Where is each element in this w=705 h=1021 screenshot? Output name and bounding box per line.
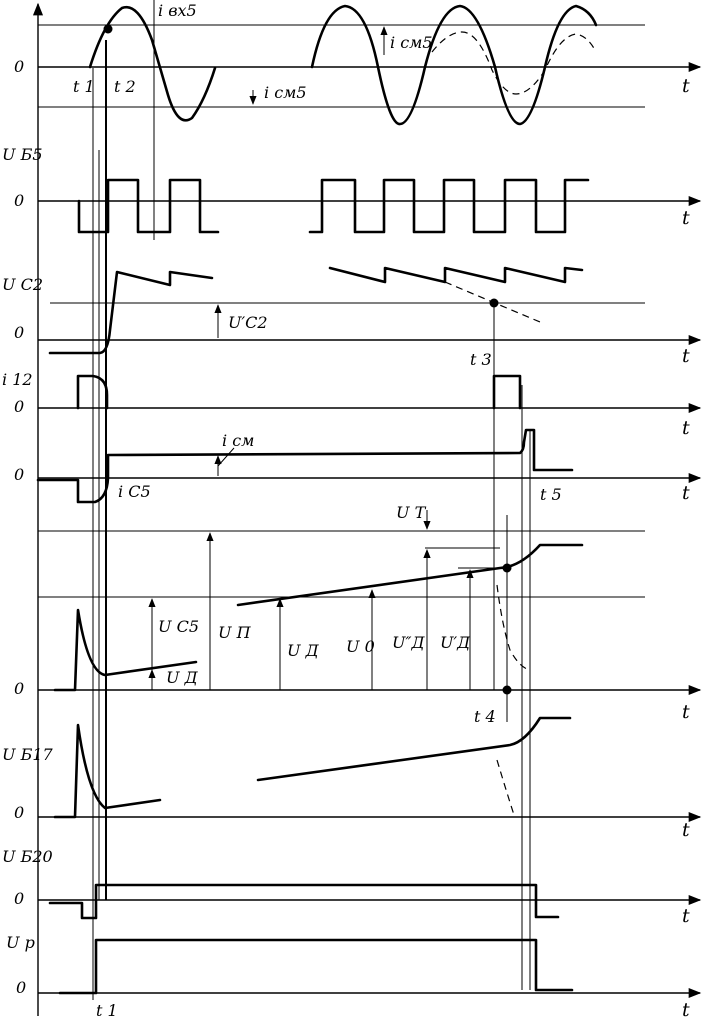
- label-u-t: U Т: [396, 503, 427, 522]
- u-r-waveform: [58, 938, 574, 995]
- label-zero-9: 0: [16, 978, 26, 997]
- label-zero-2: 0: [14, 191, 24, 210]
- label-i-sm5-top: i см5: [390, 33, 433, 52]
- u-c2-waveform-1: [48, 270, 214, 355]
- label-u-b17: U Б17: [2, 745, 54, 764]
- u-b17-ramp: [256, 716, 572, 782]
- label-u-b20: U Б20: [2, 847, 53, 866]
- u-b5-square-wave-1: [77, 178, 220, 234]
- label-t-axis-6: t: [682, 701, 690, 723]
- bias-component-dashed: [431, 31, 597, 95]
- u-b17-waveform: [53, 723, 162, 819]
- label-i-sm: i см: [222, 431, 254, 450]
- label-zero-3: 0: [14, 323, 24, 342]
- u-b17-discharge-dashed: [496, 759, 515, 816]
- trace-input-current: i вх5 i см5 i см5 0 t 1 t 2 t: [14, 0, 702, 240]
- label-u-c5: U C5: [158, 617, 199, 636]
- u-b20-waveform: [48, 883, 560, 920]
- label-zero-6: 0: [14, 679, 24, 698]
- label-t3: t 3: [470, 350, 492, 369]
- label-i-12: i 12: [2, 370, 33, 389]
- label-t1-bottom: t 1: [96, 1001, 118, 1020]
- label-t-axis-5: t: [682, 482, 690, 504]
- u-b5-square-wave-2: [308, 178, 590, 234]
- label-zero-4: 0: [14, 397, 24, 416]
- i-12-pulse-2: [492, 374, 522, 410]
- trace-u-c5: U C5 U Д U П U Д U 0 U″Д U′Д U Т 0 t 4 t: [14, 503, 702, 726]
- i-c5-waveform: [36, 428, 574, 504]
- u-c5-discharge-dashed: [496, 584, 531, 671]
- label-t-axis-2: t: [682, 207, 690, 229]
- u-c5-waveform: [53, 608, 198, 692]
- label-u-d-small: U Д: [166, 668, 199, 687]
- label-u-c2: U C2: [2, 275, 43, 294]
- label-t-axis-8: t: [682, 905, 690, 927]
- u-c2-waveform-2: [328, 266, 584, 284]
- input-start-point: [103, 24, 113, 34]
- label-t-axis-4: t: [682, 417, 690, 439]
- label-zero-5: 0: [14, 465, 24, 484]
- label-u-r: U р: [6, 933, 35, 952]
- input-sine-wave-2: [310, 4, 598, 126]
- label-zero-8: 0: [14, 889, 24, 908]
- trace-u-b20: U Б20 0 t: [2, 847, 702, 927]
- label-u-b5: U Б5: [2, 145, 43, 164]
- label-t1-top: t 1: [73, 77, 95, 96]
- label-t-axis-9: t: [682, 999, 690, 1021]
- label-t-axis-3: t: [682, 345, 690, 367]
- label-u-c2-prime: U′C2: [228, 313, 268, 332]
- trace-u-c2: U C2 U′C2 0 t 3 t: [2, 266, 702, 369]
- label-zero-7: 0: [14, 803, 24, 822]
- label-u-p: U П: [218, 623, 252, 642]
- input-sine-wave-1: [88, 5, 217, 122]
- trace-i-c5: i см i C5 0 t 5 t: [14, 428, 702, 504]
- vertical-time-markers: [92, 40, 531, 1000]
- label-u-d-prime: U′Д: [440, 633, 471, 652]
- label-t-axis-7: t: [682, 819, 690, 841]
- label-zero-1: 0: [14, 57, 24, 76]
- trace-u-b5: U Б5 0 t: [2, 145, 702, 234]
- label-u-0: U 0: [346, 637, 375, 656]
- label-t5: t 5: [540, 485, 562, 504]
- label-t2: t 2: [114, 77, 136, 96]
- trace-u-b17: U Б17 0 t: [2, 716, 702, 841]
- i-sm-leader: [217, 447, 235, 467]
- label-u-d-dprime: U″Д: [392, 633, 425, 652]
- label-t4: t 4: [474, 707, 496, 726]
- trace-u-r: U р 0 t 1 t: [6, 933, 702, 1021]
- label-i-vx5: i вх5: [158, 1, 197, 20]
- label-t-axis-1: t: [682, 75, 690, 97]
- label-u-d: U Д: [287, 641, 320, 660]
- label-i-sm5-bottom: i см5: [264, 83, 307, 102]
- label-i-c5: i C5: [118, 482, 151, 501]
- u-c5-ramp: [236, 543, 584, 607]
